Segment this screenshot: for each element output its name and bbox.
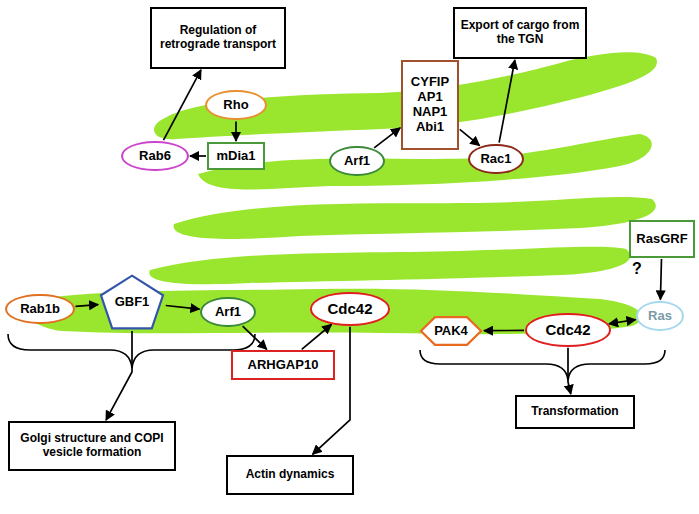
node-text: PAK4 [427, 324, 475, 339]
arrow-connector [313, 327, 350, 455]
node-text: RasGRF [636, 232, 688, 247]
arrow-connector [190, 155, 206, 157]
golgi-cisterna [149, 247, 630, 284]
outcome-box: Golgi structure and COPI vesicle formati… [8, 421, 176, 471]
outcome-box: Export of cargo from the TGN [453, 7, 587, 59]
edge-label: ? [632, 260, 642, 278]
outcome-box: Regulation of retrograde transport [150, 7, 286, 69]
node-text: Cdc42 [321, 300, 379, 317]
protein-ellipse: Arf1 [329, 146, 385, 177]
bracket [420, 350, 665, 380]
protein-ellipse: Rab6 [121, 141, 189, 172]
node-text: Regulation of retrograde transport [157, 24, 279, 52]
protein-pentagon: GBF1 [99, 274, 165, 330]
arrow-connector [660, 259, 661, 300]
arrow-connector [460, 129, 480, 145]
node-text: Arf1 [340, 154, 374, 169]
arrow-connector [243, 326, 267, 349]
node-text: Transformation [522, 405, 628, 419]
node-text: Export of cargo from the TGN [460, 19, 580, 47]
arrow-connector [166, 306, 200, 310]
node-text: Arf1 [211, 305, 245, 320]
protein-box: RasGRF [629, 220, 695, 258]
protein-ellipse: Arf1 [200, 297, 256, 328]
protein-ellipse: Ras [636, 301, 684, 332]
arrow-connector [302, 325, 332, 350]
arrow-connector [499, 60, 515, 143]
node-text: GBF1 [107, 295, 157, 310]
arrow-connector [374, 128, 400, 148]
outcome-box: Actin dynamics [226, 455, 354, 495]
node-text: Rab1b [16, 302, 64, 317]
arrow-connector [75, 305, 98, 307]
node-text: Actin dynamics [233, 468, 347, 482]
protein-ellipse: Rho [205, 90, 267, 121]
node-text: Rho [216, 98, 256, 113]
node-text: mDia1 [214, 149, 258, 164]
protein-ellipse: Cdc42 [525, 313, 611, 346]
protein-complex-box: CYFIP AP1 NAP1 Abi1 [401, 60, 459, 150]
arrow-connector [568, 348, 571, 394]
arrow-connector [235, 121, 237, 141]
protein-box: ARHGAP10 [231, 350, 335, 380]
outcome-box: Transformation [515, 395, 635, 429]
golgi-cisterna [174, 197, 656, 239]
node-text: CYFIP AP1 NAP1 Abi1 [408, 75, 452, 135]
node-text: Golgi structure and COPI vesicle formati… [15, 432, 169, 460]
protein-box: mDia1 [207, 142, 265, 170]
node-text: Cdc42 [536, 321, 600, 338]
node-text: Rab6 [132, 149, 178, 164]
arrow-connector [106, 331, 132, 420]
arrow-connector [484, 330, 524, 332]
protein-ellipse: Rab1b [5, 294, 75, 325]
arrow-connector [609, 320, 636, 324]
protein-ellipse: Rac1 [468, 144, 524, 175]
node-text: ARHGAP10 [238, 358, 328, 373]
node-text: Ras [647, 309, 673, 324]
arrow-connector [163, 70, 200, 140]
node-text: Rac1 [479, 152, 513, 167]
protein-hexagon: PAK4 [419, 316, 483, 346]
protein-ellipse: Cdc42 [310, 292, 390, 325]
